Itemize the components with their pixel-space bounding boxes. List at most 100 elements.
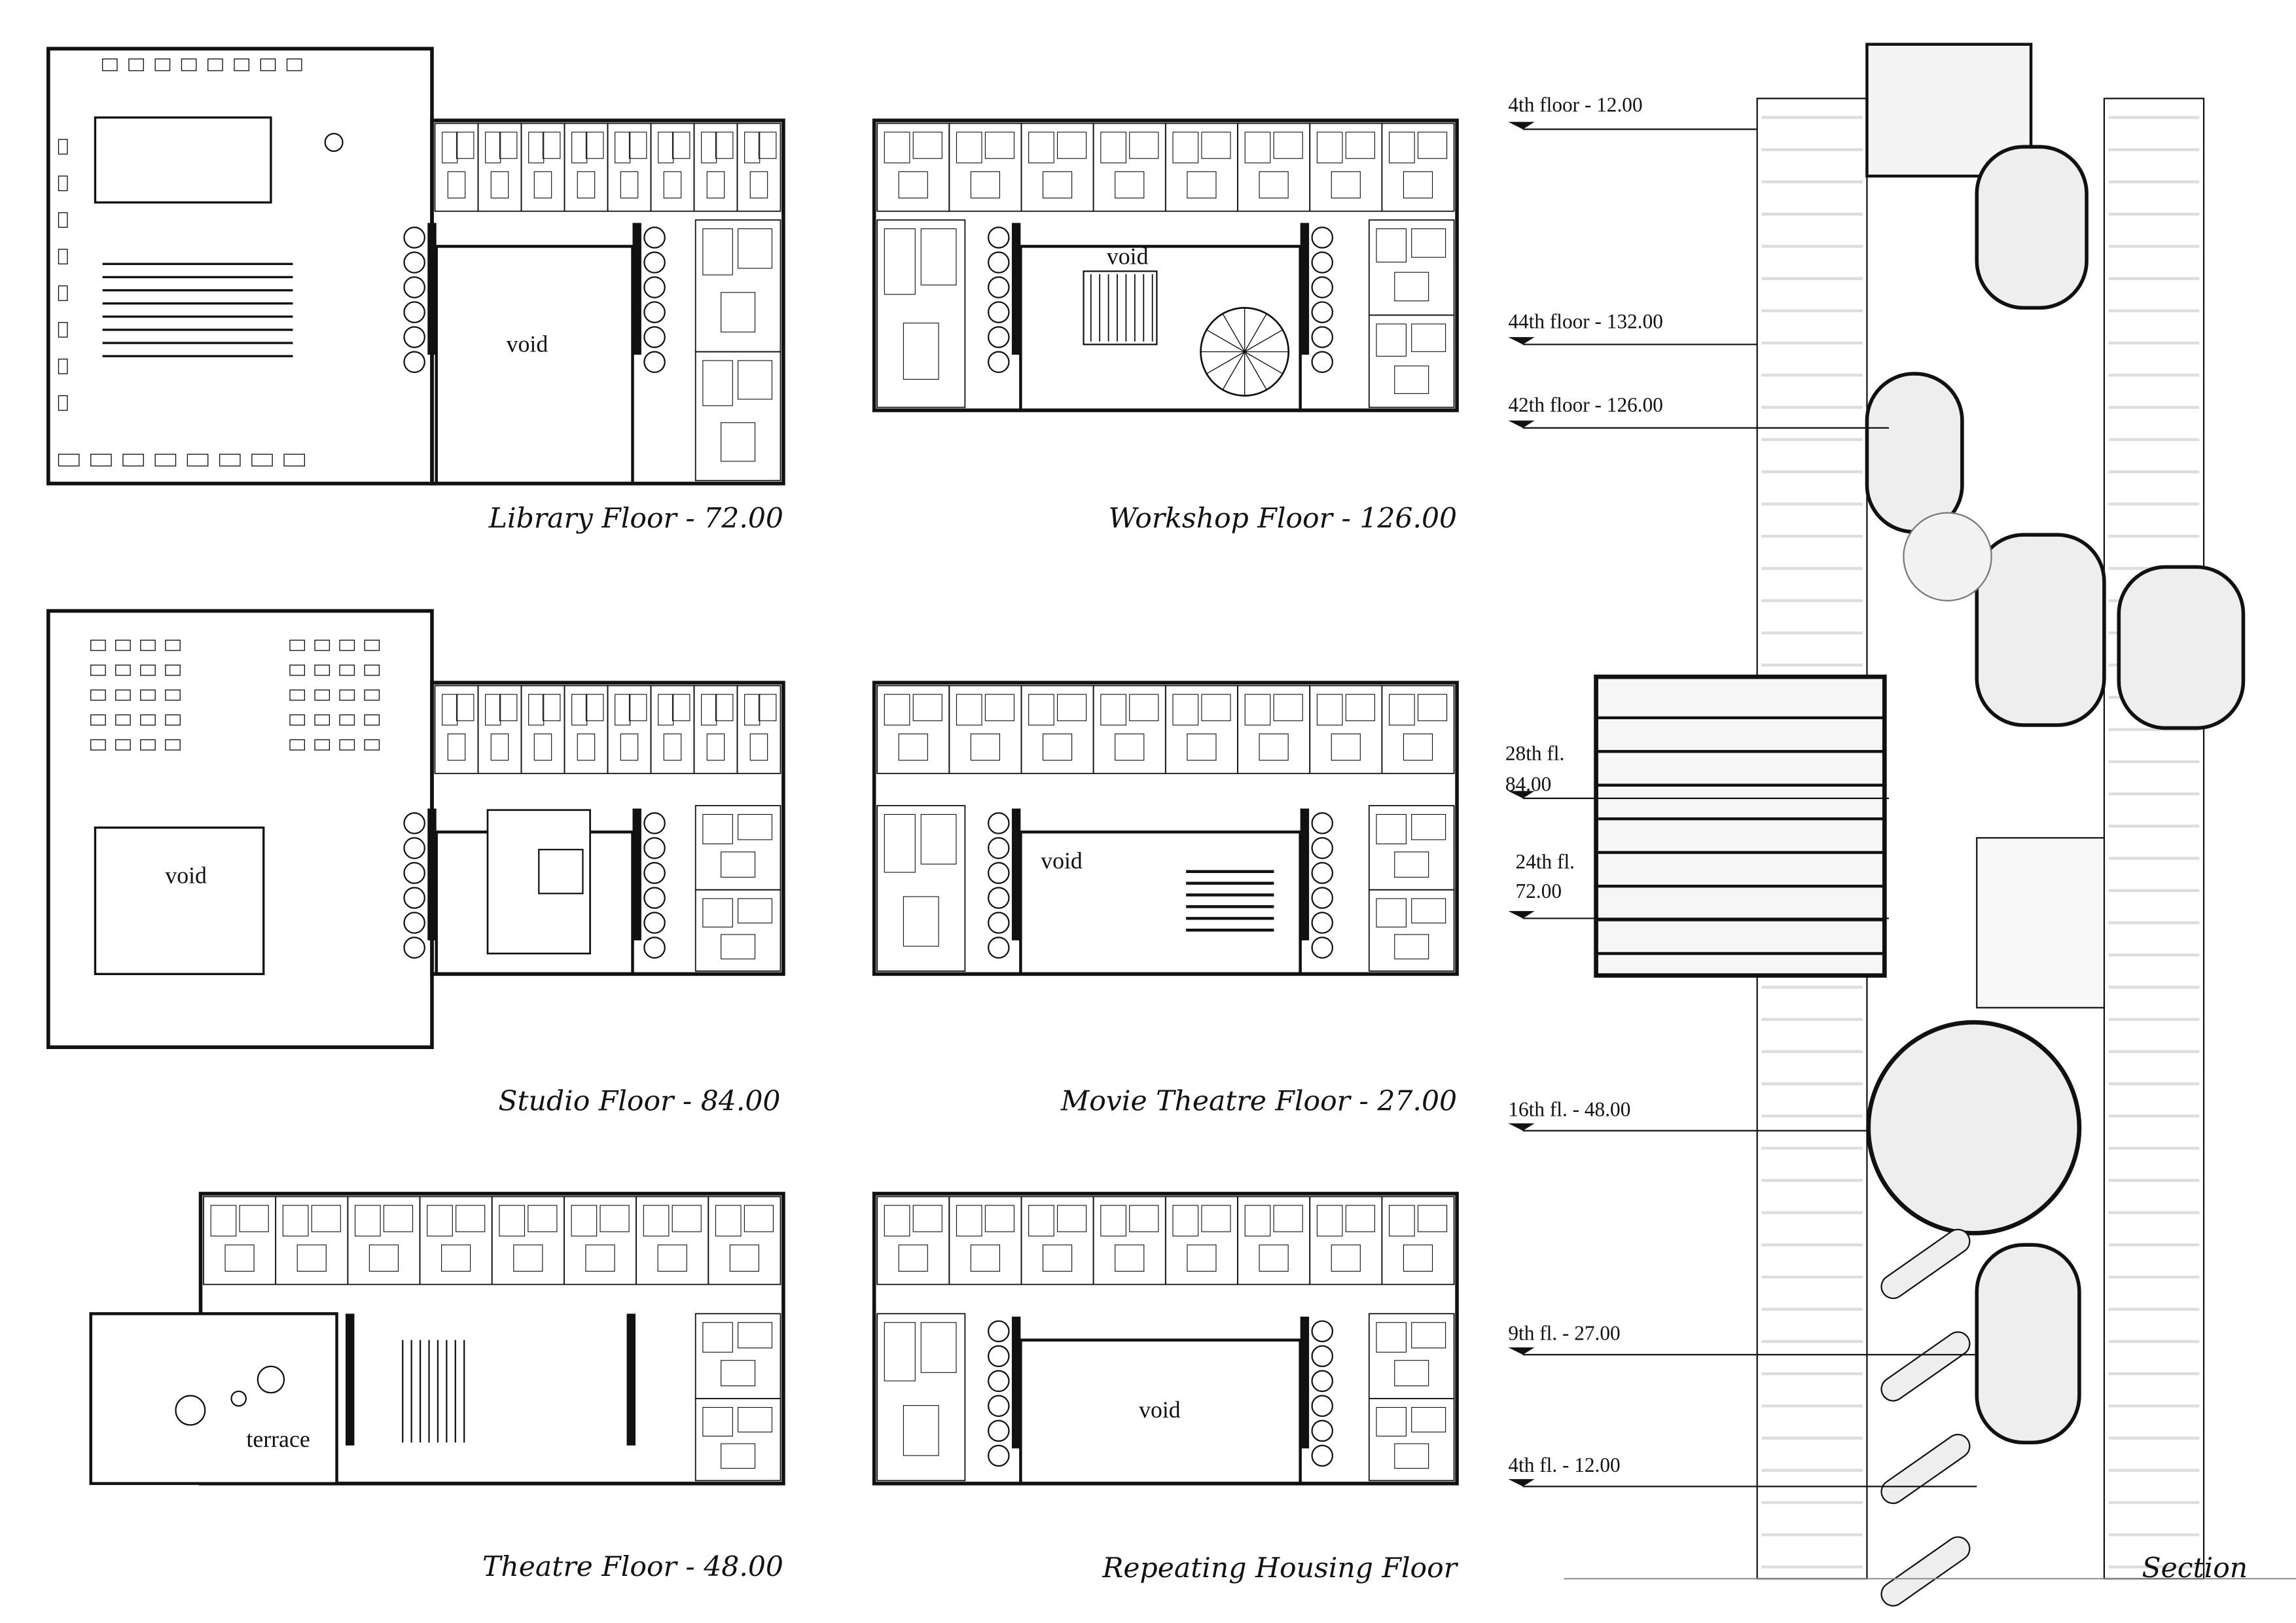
unit-room xyxy=(758,132,777,159)
studio-floor-caption: Studio Floor - 84.00 xyxy=(498,1085,780,1117)
unit-room xyxy=(499,694,518,721)
chair xyxy=(58,285,68,301)
column-icon xyxy=(643,301,666,323)
desk xyxy=(140,714,156,726)
housing-unit xyxy=(736,122,781,212)
unit-room xyxy=(1273,1205,1303,1232)
unit-room xyxy=(1129,694,1159,721)
column-icon xyxy=(988,1345,1010,1368)
column-icon xyxy=(403,351,425,373)
section-drawing xyxy=(1508,43,2296,1607)
desk xyxy=(165,714,181,726)
unit-room xyxy=(1172,694,1199,726)
level-label-28th-a: 28th fl. xyxy=(1505,742,1564,765)
housing-unit xyxy=(736,685,781,774)
unit-bath xyxy=(490,733,509,761)
column-icon xyxy=(643,887,666,909)
desk xyxy=(289,689,306,701)
unit-room xyxy=(1244,694,1271,726)
housing-unit xyxy=(1368,1398,1455,1482)
sofa xyxy=(187,454,209,467)
desk xyxy=(154,58,171,71)
desk xyxy=(140,689,156,701)
wall-black xyxy=(345,1313,355,1446)
desk xyxy=(115,664,131,676)
column-icon xyxy=(988,226,1010,249)
desk xyxy=(289,714,306,726)
unit-room xyxy=(984,1205,1015,1232)
unit-bath xyxy=(898,1244,928,1272)
desk xyxy=(128,58,144,71)
unit-room xyxy=(884,1322,916,1382)
column-icon xyxy=(1311,1444,1334,1467)
unit-room xyxy=(1172,132,1199,164)
sofa xyxy=(251,454,273,467)
column-icon xyxy=(403,912,425,934)
library-pool xyxy=(94,116,272,204)
unit-room xyxy=(1244,132,1271,164)
void-outline xyxy=(435,245,634,486)
wall-black xyxy=(1011,223,1021,355)
unit-room xyxy=(912,694,942,721)
column-icon xyxy=(643,276,666,298)
escalator-tube xyxy=(1880,1536,1971,1607)
unit-room xyxy=(1389,132,1415,164)
studio-void xyxy=(94,826,265,976)
unit-room xyxy=(1244,1205,1271,1237)
studio-void-label: void xyxy=(165,863,207,889)
unit-room xyxy=(658,132,674,164)
unit-room xyxy=(1411,1406,1446,1433)
unit-room xyxy=(1411,323,1446,352)
unit-room xyxy=(1028,132,1054,164)
unit-bath xyxy=(224,1244,255,1272)
unit-room xyxy=(738,1406,773,1433)
column-icon xyxy=(643,812,666,834)
unit-bath xyxy=(1394,1443,1429,1469)
library-void-label: void xyxy=(507,331,548,357)
unit-room xyxy=(628,132,647,159)
unit-room xyxy=(643,1205,670,1237)
unit-room xyxy=(738,813,773,840)
sofa xyxy=(58,454,80,467)
chair xyxy=(58,175,68,192)
unit-bath xyxy=(721,1360,756,1387)
unit-bath xyxy=(970,1244,1000,1272)
column-icon xyxy=(1311,1345,1334,1368)
unit-room xyxy=(702,360,733,406)
floor-plans xyxy=(46,46,1459,1486)
unit-room xyxy=(615,132,631,164)
unit-room xyxy=(456,132,475,159)
unit-room xyxy=(1345,1205,1375,1232)
unit-bath xyxy=(1187,171,1217,199)
unit-bath xyxy=(1042,1244,1073,1272)
housing-unit xyxy=(1381,1196,1455,1285)
unit-room xyxy=(1417,132,1448,159)
unit-room xyxy=(702,228,733,276)
unit-room xyxy=(485,694,501,726)
unit-room xyxy=(1376,1322,1407,1353)
desk xyxy=(339,689,355,701)
unit-bath xyxy=(706,733,725,761)
unit-room xyxy=(1345,132,1375,159)
unit-room xyxy=(884,813,916,873)
unit-bath xyxy=(898,171,928,199)
sofa xyxy=(283,454,306,467)
desk xyxy=(364,689,380,701)
wall-black xyxy=(632,223,641,355)
unit-room xyxy=(571,694,588,726)
level-marker-icon xyxy=(1508,911,1535,919)
unit-room xyxy=(1201,1205,1231,1232)
unit-room xyxy=(311,1205,341,1232)
wall-black xyxy=(427,223,437,355)
sofa xyxy=(122,454,144,467)
column-icon xyxy=(403,862,425,884)
desk xyxy=(165,664,181,676)
studio-block-outline xyxy=(46,609,434,1049)
unit-room xyxy=(715,132,734,159)
column-icon xyxy=(988,351,1010,373)
desk xyxy=(90,639,106,651)
desk xyxy=(364,714,380,726)
unit-bath xyxy=(447,733,466,761)
unit-room xyxy=(1129,1205,1159,1232)
unit-bath xyxy=(721,851,756,878)
